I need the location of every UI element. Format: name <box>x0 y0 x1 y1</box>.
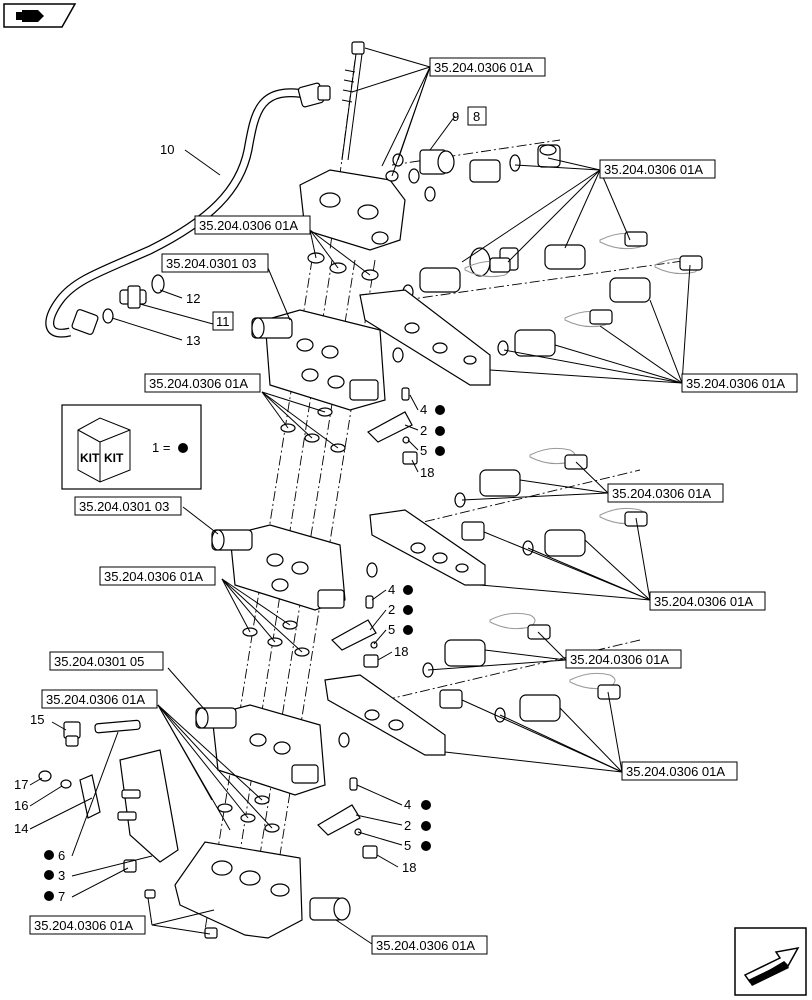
item-5-a: 5 <box>420 443 427 458</box>
ref-label-8-text: 35.204.0301 03 <box>79 499 169 514</box>
ref-label-14[interactable]: 35.204.0306 01A <box>621 761 738 781</box>
item-14: 14 <box>14 821 28 836</box>
ref-label-12-text: 35.204.0301 05 <box>54 654 144 669</box>
kit-dot-icon <box>403 585 413 595</box>
lever-assembly-3 <box>317 777 378 859</box>
ref-label-11[interactable]: 35.204.0306 01A <box>565 649 682 669</box>
ref-label-15-text: 35.204.0306 01A <box>34 918 133 933</box>
ref-label-3[interactable]: 35.204.0306 01A <box>194 215 311 235</box>
ref-label-2-text: 35.204.0306 01A <box>604 162 703 177</box>
valve-section-3 <box>195 704 326 796</box>
kit-dot-icon <box>44 870 54 880</box>
ref-label-1-text: 35.204.0306 01A <box>434 60 533 75</box>
mounting-bracket <box>38 719 179 873</box>
item-3: 3 <box>58 868 65 883</box>
ref-label-7[interactable]: 35.204.0306 01A <box>607 483 724 503</box>
coupler-holder-mid <box>366 447 648 586</box>
kit-dot-icon <box>435 426 445 436</box>
item-17: 17 <box>14 777 28 792</box>
item-11: 11 <box>216 314 230 329</box>
ref-label-15[interactable]: 35.204.0306 01A <box>29 915 146 935</box>
item-2-a: 2 <box>420 423 427 438</box>
ref-label-6-text: 35.204.0306 01A <box>686 376 785 391</box>
ref-label-6[interactable]: 35.204.0306 01A <box>681 373 798 393</box>
item-15: 15 <box>30 712 44 727</box>
item-16: 16 <box>14 798 28 813</box>
kit-dot-icon <box>403 605 413 615</box>
kit-dot-icon <box>44 891 54 901</box>
seals-3 <box>217 795 280 833</box>
item-5-b: 5 <box>388 622 395 637</box>
kit-dot-icon <box>421 841 431 851</box>
ref-label-16[interactable]: 35.204.0306 01A <box>371 935 488 955</box>
book-arrow-icon[interactable] <box>3 3 77 28</box>
lever-assembly-2 <box>331 595 379 668</box>
next-page-arrow-icon[interactable] <box>734 927 807 996</box>
ref-label-16-text: 35.204.0306 01A <box>376 938 475 953</box>
coupler-holder-low <box>324 612 621 756</box>
kit-dot-icon <box>435 405 445 415</box>
item-11-box <box>212 311 234 331</box>
tie-rod-top <box>341 41 365 161</box>
ref-label-7-text: 35.204.0306 01A <box>612 486 711 501</box>
kit-word-1: KIT <box>80 451 100 465</box>
couplers-top-row <box>392 144 703 363</box>
ref-label-12[interactable]: 35.204.0301 05 <box>49 651 164 671</box>
seals-2 <box>242 620 310 657</box>
item-2-c: 2 <box>404 818 411 833</box>
ref-label-9[interactable]: 35.204.0306 01A <box>649 591 766 611</box>
ref-label-10[interactable]: 35.204.0306 01A <box>99 566 216 586</box>
ref-label-2[interactable]: 35.204.0306 01A <box>599 159 716 179</box>
item-4-c: 4 <box>404 797 411 812</box>
item-18-b: 18 <box>394 644 408 659</box>
item-5-c: 5 <box>404 838 411 853</box>
outlet-cover <box>144 841 351 939</box>
kit-legend-text: 1 = <box>152 440 170 455</box>
coupler-holder-top <box>359 289 491 386</box>
item-18-a: 18 <box>420 465 434 480</box>
ref-label-13-text: 35.204.0306 01A <box>46 692 145 707</box>
kit-dot-icon <box>403 625 413 635</box>
item-8: 8 <box>473 109 480 124</box>
item-4-a: 4 <box>420 402 427 417</box>
ref-label-8[interactable]: 35.204.0301 03 <box>74 496 182 516</box>
ref-label-4[interactable]: 35.204.0301 03 <box>161 253 269 273</box>
kit-legend: KIT KIT 1 = <box>61 404 202 490</box>
leader-lines <box>29 47 691 945</box>
kit-dot-icon <box>421 800 431 810</box>
ref-label-1[interactable]: 35.204.0306 01A <box>429 57 546 77</box>
kit-dot-icon <box>435 446 445 456</box>
kit-dot-icon <box>421 821 431 831</box>
ref-label-5[interactable]: 35.204.0306 01A <box>144 373 261 393</box>
item-13: 13 <box>186 333 200 348</box>
ref-label-11-text: 35.204.0306 01A <box>570 652 669 667</box>
item-8-box <box>467 106 487 126</box>
fitting-group-11 <box>102 274 165 324</box>
item-2-b: 2 <box>388 602 395 617</box>
item-18-c: 18 <box>402 860 416 875</box>
item-12: 12 <box>186 291 200 306</box>
item-6: 6 <box>58 848 65 863</box>
item-4-b: 4 <box>388 582 395 597</box>
inlet-cover <box>299 149 455 251</box>
hydraulic-tube <box>45 82 331 338</box>
kit-word-2: KIT <box>104 451 124 465</box>
kit-dot-icon <box>44 850 54 860</box>
item-7: 7 <box>58 889 65 904</box>
ref-label-10-text: 35.204.0306 01A <box>104 569 203 584</box>
kit-dot-icon <box>178 443 188 453</box>
valve-section-1 <box>251 309 386 411</box>
item-9: 9 <box>452 109 459 124</box>
ref-label-9-text: 35.204.0306 01A <box>654 594 753 609</box>
valve-section-2 <box>211 524 346 611</box>
ref-label-4-text: 35.204.0301 03 <box>166 256 256 271</box>
ref-label-14-text: 35.204.0306 01A <box>626 764 725 779</box>
ref-label-5-text: 35.204.0306 01A <box>149 376 248 391</box>
item-10: 10 <box>160 142 174 157</box>
ref-label-3-text: 35.204.0306 01A <box>199 218 298 233</box>
lever-assembly-1 <box>367 387 418 465</box>
ref-label-13[interactable]: 35.204.0306 01A <box>41 689 158 709</box>
